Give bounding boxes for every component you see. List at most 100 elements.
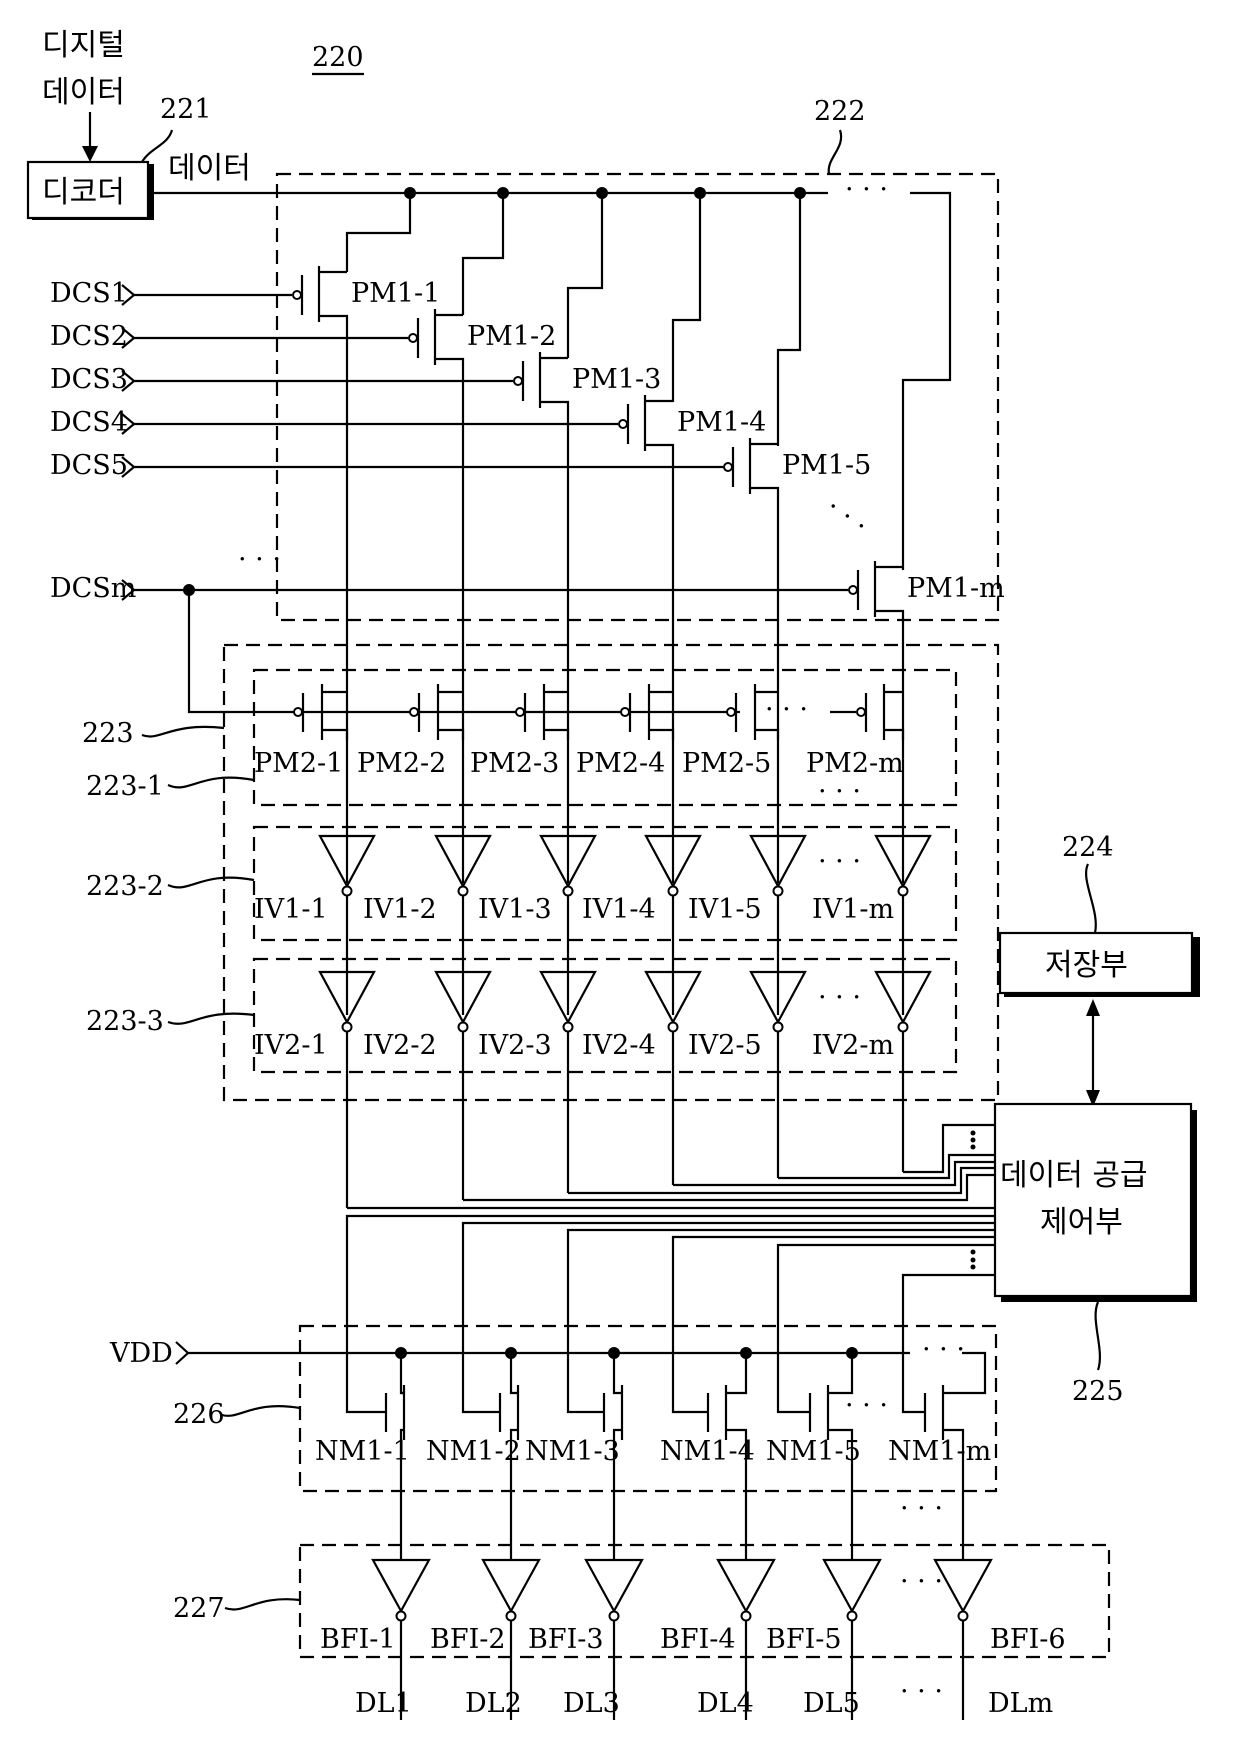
bus-ellipsis: · · · xyxy=(845,174,888,205)
nm1-label: NM1-1 xyxy=(315,1436,410,1467)
leader-224 xyxy=(1086,864,1096,933)
pm2-label: PM2-m xyxy=(806,748,904,779)
nm1-output-ellipsis: · · · xyxy=(900,1493,943,1524)
ref-222: 222 xyxy=(814,96,866,127)
nmos-transistor: NM1-1 xyxy=(315,1347,410,1560)
inverter: BFI-5DL5 xyxy=(766,1560,880,1720)
wire-pm1-5-source xyxy=(778,193,800,446)
nm1-label: NM1-2 xyxy=(426,1436,521,1467)
bfi-label: BFI-4 xyxy=(660,1624,736,1655)
dcs-label: DCS4 xyxy=(50,407,128,438)
bfi-label: BFI-3 xyxy=(528,1624,604,1655)
iv1-label: IV1-m xyxy=(812,894,894,925)
iv1-label: IV1-5 xyxy=(688,894,762,925)
inverter: IV2-1 xyxy=(254,972,374,1208)
controller-output-bus xyxy=(347,1216,995,1412)
iv1-ellipsis: · · · xyxy=(818,846,861,877)
pmos-transistor: PM2-2 xyxy=(357,684,463,883)
leader-223-2 xyxy=(168,878,254,888)
ref-220: 220 xyxy=(312,42,364,73)
ref-223-1: 223-1 xyxy=(86,771,164,802)
inverter: BFI-4DL4 xyxy=(660,1560,774,1720)
dl-label: DL2 xyxy=(465,1688,522,1719)
inverter: IV1-1 xyxy=(254,836,374,1015)
leader-223 xyxy=(142,727,224,737)
inverter: IV1-3 xyxy=(478,836,595,1015)
pm2-ellipsis: · · · xyxy=(818,776,861,807)
pmos-transistor: PM2-3 xyxy=(470,684,568,883)
inverter: BFI-2DL2 xyxy=(430,1560,539,1720)
inverter: IV2-2 xyxy=(363,972,490,1200)
pm1-label: PM1-3 xyxy=(572,364,661,395)
iv1-label: IV1-1 xyxy=(254,894,328,925)
iv2-label: IV2-1 xyxy=(254,1030,328,1061)
input-label-line2: 데이터 xyxy=(42,75,125,110)
nm1-transistors: NM1-1 NM1-2 NM1-3 NM1-4 xyxy=(315,1347,991,1560)
pm2-label: PM2-4 xyxy=(576,748,665,779)
bfi-label: BFI-5 xyxy=(766,1624,842,1655)
leader-223-1 xyxy=(168,778,254,788)
iv1-label: IV1-3 xyxy=(478,894,552,925)
ref-225: 225 xyxy=(1072,1376,1124,1407)
dl-label: DL4 xyxy=(697,1688,754,1719)
pm1-label: PM1-1 xyxy=(351,278,440,309)
iv2-label: IV2-3 xyxy=(478,1030,552,1061)
data-supply-controller: 데이터 공급 제어부 xyxy=(995,1104,1197,1302)
inverter: IV2-4 xyxy=(582,972,700,1185)
vdd-input-chevron xyxy=(176,1342,188,1364)
ref-221: 221 xyxy=(160,94,212,125)
bfi-label: BFI-6 xyxy=(990,1624,1066,1655)
leader-223-3 xyxy=(168,1014,254,1024)
controller-label-line2: 제어부 xyxy=(1040,1205,1123,1240)
iv2-inverters: IV2-1 IV2-2 IV2-3 IV2-4 IV2-5 · · · IV2-… xyxy=(254,972,930,1208)
pm2-label: PM2-5 xyxy=(682,748,771,779)
pmos-transistor: PM1-2 xyxy=(409,309,556,740)
nm1-label: NM1-3 xyxy=(525,1436,620,1467)
decoder-label: 디코더 xyxy=(42,175,125,210)
nm1-ellipsis: · · · xyxy=(845,1390,888,1421)
iv1-label: IV1-4 xyxy=(582,894,656,925)
controller-box xyxy=(995,1104,1191,1296)
nmos-transistor: NM1-5 xyxy=(766,1347,861,1560)
iv2-label: IV2-5 xyxy=(688,1030,762,1061)
iv2-label: IV2-4 xyxy=(582,1030,656,1061)
iv2-label: IV2-m xyxy=(812,1030,894,1061)
decoder-output-label: 데이터 xyxy=(168,151,251,186)
pm1-label: PM1-2 xyxy=(467,321,556,352)
dl-label: DL3 xyxy=(563,1688,620,1719)
nmos-transistor: NM1-4 xyxy=(660,1347,755,1560)
bfi-ellipsis: · · · xyxy=(900,1566,943,1597)
switch-block-222 xyxy=(277,174,998,620)
leader-222 xyxy=(829,130,841,174)
dcs-inputs: DCS1 DCS2 DCS3 DCS4 DCS5 · · · DCSm xyxy=(50,278,848,712)
leader-225 xyxy=(1096,1302,1100,1370)
vdd-ellipsis: · · · xyxy=(922,1334,965,1365)
dcs-ellipsis: · · · xyxy=(238,544,281,575)
inverter: IV1-4 xyxy=(582,836,700,1015)
inverter: BFI-6DLm xyxy=(935,1560,1066,1720)
pm1-label: PM1-m xyxy=(907,573,1005,604)
pmos-transistor: PM2-5 xyxy=(682,684,778,883)
pm2-label: PM2-1 xyxy=(254,748,343,779)
nm1-label: NM1-4 xyxy=(660,1436,755,1467)
bus-to-pm1-m xyxy=(903,193,950,570)
ref-227: 227 xyxy=(173,1593,225,1624)
pmos-transistor: PM2-4 xyxy=(576,684,673,883)
iv1-label: IV1-2 xyxy=(363,894,437,925)
input-arrow-head xyxy=(82,146,98,162)
leader-227 xyxy=(225,1599,300,1609)
bfi-label: BFI-1 xyxy=(320,1624,396,1655)
dl-label: DLm xyxy=(988,1688,1053,1719)
iv2-ellipsis: · · · xyxy=(818,982,861,1013)
storage-block: 저장부 xyxy=(1000,933,1200,997)
dcs-label: DCS5 xyxy=(50,450,128,481)
vdd-label: VDD xyxy=(109,1338,173,1369)
pmos-transistor: PM1-4 xyxy=(619,395,766,740)
wire-pm1-4-source xyxy=(673,193,700,402)
ref-223: 223 xyxy=(82,718,134,749)
inverter: IV2-3 xyxy=(478,972,595,1193)
pmos-transistor: PM1-m xyxy=(849,561,1005,740)
inverter: BFI-3DL3 xyxy=(528,1560,642,1720)
iv2-label: IV2-2 xyxy=(363,1030,437,1061)
